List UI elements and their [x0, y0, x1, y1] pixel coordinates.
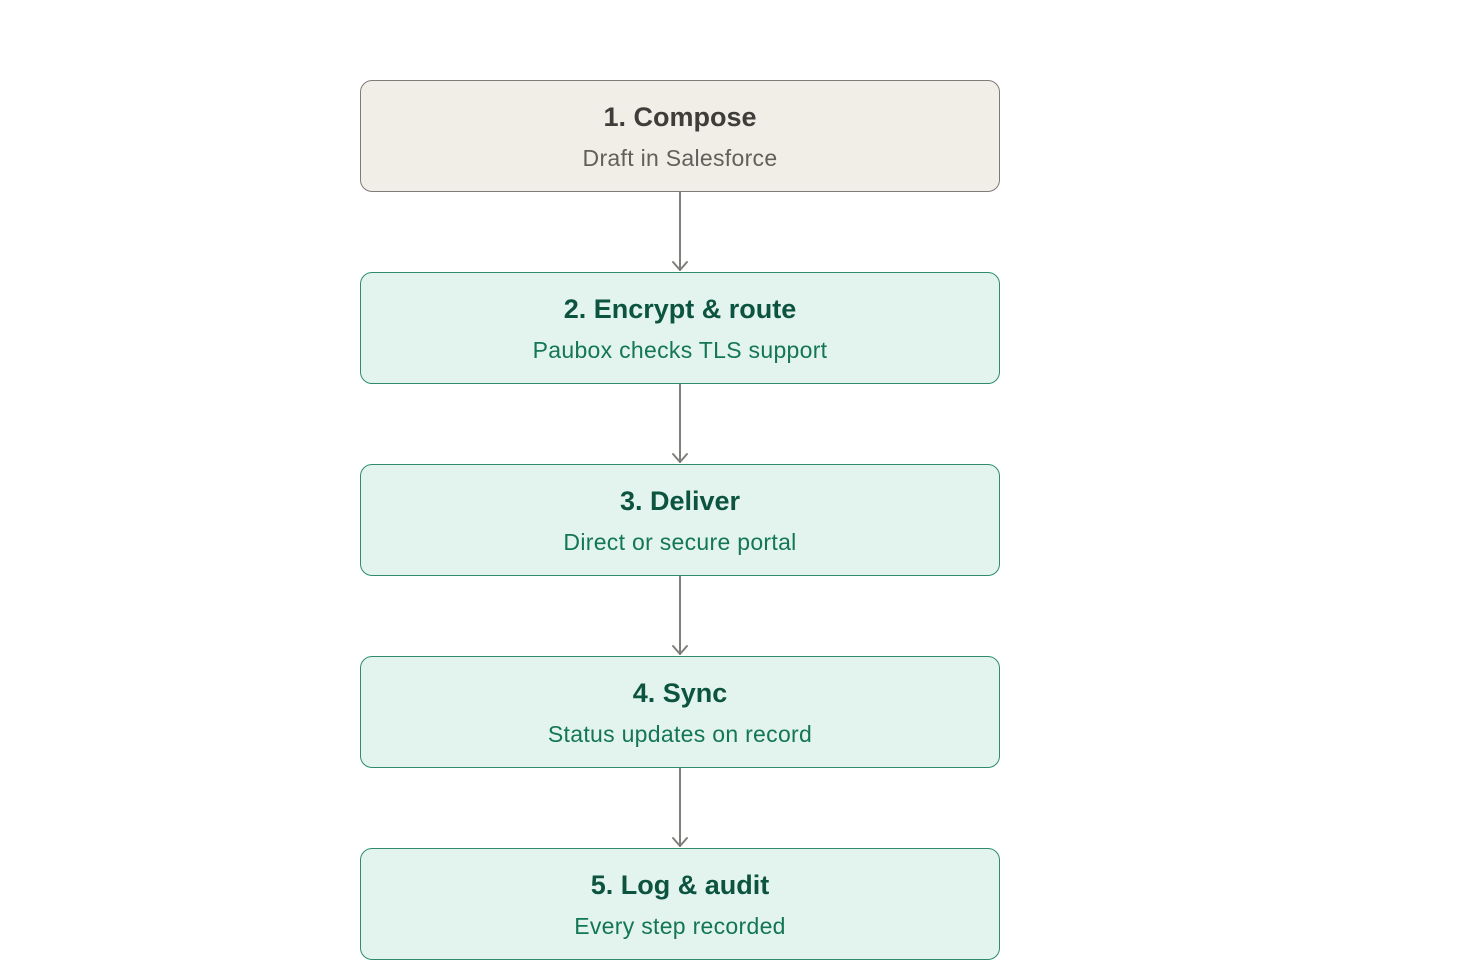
step-sync: 4. Sync Status updates on record [360, 656, 1000, 768]
step-log-audit: 5. Log & audit Every step recorded [360, 848, 1000, 960]
arrow-deliver-to-sync [672, 575, 688, 655]
step-subtitle: Direct or secure portal [563, 529, 797, 555]
step-subtitle: Draft in Salesforce [582, 145, 778, 171]
step-title: 1. Compose [603, 102, 757, 132]
step-compose: 1. Compose Draft in Salesforce [360, 80, 1000, 192]
step-subtitle: Paubox checks TLS support [532, 337, 828, 363]
arrow-encrypt-to-deliver [672, 383, 688, 463]
step-subtitle: Status updates on record [547, 721, 813, 747]
step-deliver: 3. Deliver Direct or secure portal [360, 464, 1000, 576]
arrow-sync-to-log [672, 767, 688, 847]
step-encrypt-route: 2. Encrypt & route Paubox checks TLS sup… [360, 272, 1000, 384]
step-title: 3. Deliver [619, 486, 741, 516]
step-subtitle: Every step recorded [574, 913, 786, 939]
arrow-compose-to-encrypt [672, 191, 688, 271]
step-title: 4. Sync [632, 678, 728, 708]
step-title: 2. Encrypt & route [563, 294, 797, 324]
step-title: 5. Log & audit [590, 870, 770, 900]
